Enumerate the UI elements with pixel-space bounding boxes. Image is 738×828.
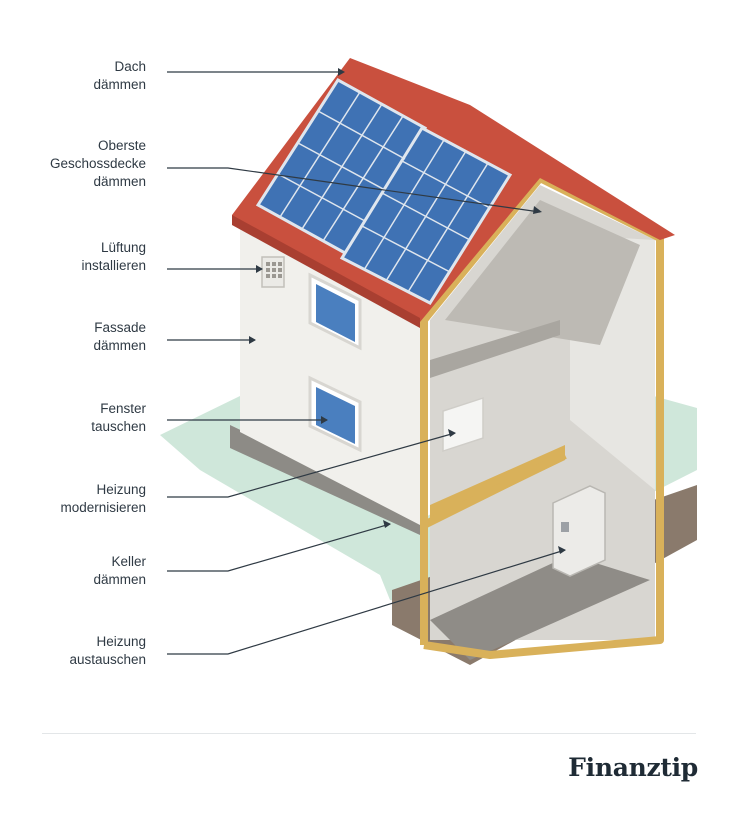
radiator — [442, 397, 484, 453]
label-heizung-mod: Heizung modernisieren — [60, 482, 146, 515]
leader-geschossdecke — [167, 167, 541, 213]
roof-edge — [232, 215, 420, 328]
basement-front — [230, 425, 420, 535]
divider — [42, 733, 696, 734]
heat-pump — [552, 485, 606, 577]
label-lueftung: Lüftung installieren — [81, 240, 146, 273]
label-heizung-aus: Heizung austauschen — [69, 634, 146, 667]
brand-logo: Finanztip — [568, 753, 698, 782]
label-fassade: Fassade dämmen — [93, 320, 146, 353]
attic-ceiling — [445, 200, 640, 345]
leader-heizung-aus — [167, 549, 566, 655]
solar-grid — [277, 91, 491, 293]
window-lower-glass — [316, 387, 355, 444]
leader-arrowheads — [249, 68, 566, 554]
label-keller: Keller dämmen — [93, 554, 146, 587]
label-geschossdecke: Oberste Geschossdecke dämmen — [49, 138, 146, 189]
cellar-floor — [430, 555, 650, 660]
leader-heizung-mod — [167, 432, 456, 498]
heat-pump-display — [561, 522, 569, 532]
leader-lines — [167, 71, 566, 655]
leader-keller — [167, 523, 391, 572]
window-upper-glass — [316, 284, 355, 342]
vent-grid — [266, 262, 282, 278]
insulation-cellar — [422, 451, 567, 529]
label-dach: Dach dämmen — [93, 59, 146, 92]
upper-floor — [430, 320, 560, 378]
label-fenster: Fenster tauschen — [91, 401, 146, 434]
